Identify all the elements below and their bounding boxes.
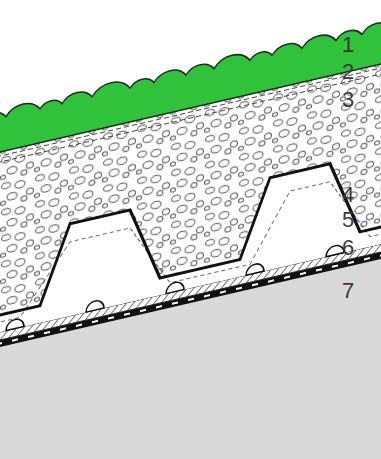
drainage-stud	[246, 262, 264, 275]
callout-number: 3	[342, 89, 354, 111]
drainage-dashed-line	[0, 163, 381, 326]
callout-number: 4	[342, 184, 354, 206]
callout-number: 1	[342, 34, 354, 56]
callout-number: 6	[342, 237, 354, 259]
callout-number: 5	[342, 209, 354, 231]
drainage-profile	[0, 145, 381, 319]
drainage-space	[0, 145, 381, 336]
drainage-stud	[6, 317, 24, 330]
callout-number: 7	[342, 280, 354, 302]
drainage-stud	[326, 244, 344, 257]
vegetation-layer	[0, 11, 381, 156]
callout-number: 2	[342, 61, 354, 83]
drainage-stud	[166, 281, 184, 294]
drainage-stud	[86, 299, 104, 312]
